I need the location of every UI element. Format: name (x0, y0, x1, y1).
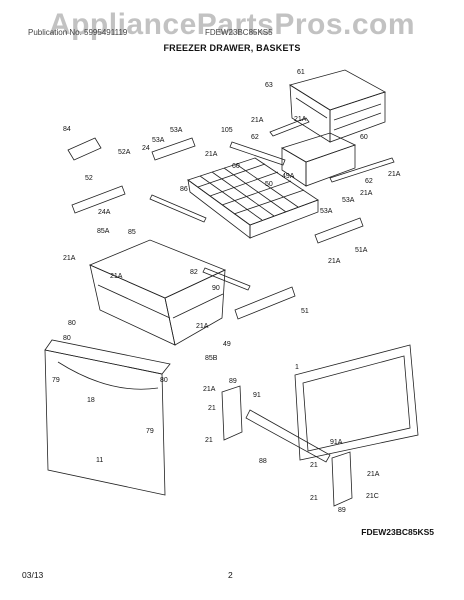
label-51: 51 (301, 308, 309, 315)
label-21a-6: 21A (63, 255, 76, 262)
label-85a: 85A (97, 228, 110, 235)
label-50: 50 (265, 181, 273, 188)
label-21-2: 21 (205, 437, 213, 444)
label-21-4: 21 (310, 495, 318, 502)
label-21-3: 21 (310, 462, 318, 469)
label-85b: 85B (205, 355, 218, 362)
label-21a-3: 21A (205, 151, 218, 158)
tray-60 (281, 132, 357, 187)
label-60: 60 (360, 134, 368, 141)
label-89-2: 89 (338, 507, 346, 514)
label-49a: 49A (282, 173, 295, 180)
rail-51 (234, 286, 296, 320)
label-88: 88 (259, 458, 267, 465)
bar-90 (202, 267, 251, 291)
page-title: FREEZER DRAWER, BASKETS (163, 43, 301, 53)
door-gasket-1 (294, 344, 419, 461)
label-60b: 60 (232, 163, 240, 170)
label-89-1: 89 (229, 378, 237, 385)
label-21a-10: 21A (203, 386, 216, 393)
bracket-53a (151, 137, 196, 161)
label-21a-2: 21A (294, 116, 307, 123)
drawer-front-11 (44, 339, 171, 496)
part-84 (67, 137, 102, 161)
label-79-2: 79 (146, 428, 154, 435)
label-21a-9: 21A (196, 323, 209, 330)
label-21a-4: 21A (388, 171, 401, 178)
label-53a-3: 53A (342, 197, 355, 204)
label-21c: 21C (366, 493, 379, 500)
label-82: 82 (190, 269, 198, 276)
label-53a-1: 53A (170, 127, 183, 134)
label-49: 49 (223, 341, 231, 348)
label-105: 105 (221, 127, 233, 134)
bracket-105 (229, 141, 286, 166)
bracket-89 (221, 385, 243, 441)
gear-rack-88 (245, 409, 331, 463)
label-80-3: 80 (160, 377, 168, 384)
wire-basket-86 (187, 157, 319, 239)
model-number: FDEW23BC85KS5 (361, 527, 434, 537)
label-21a-5: 21A (360, 190, 373, 197)
lower-basket-49 (88, 239, 227, 346)
label-53a-2: 53A (152, 137, 165, 144)
label-52a: 52A (118, 149, 131, 156)
label-85: 85 (128, 229, 136, 236)
label-79-1: 79 (52, 377, 60, 384)
label-51a: 51A (355, 247, 368, 254)
label-53a-4: 53A (320, 208, 333, 215)
cross-bar-85 (149, 194, 207, 223)
slide-rail-62 (269, 117, 395, 183)
label-24: 24 (142, 145, 150, 152)
label-11: 11 (96, 457, 103, 464)
label-90: 90 (212, 285, 220, 292)
label-24a: 24A (98, 209, 111, 216)
label-80-1: 80 (68, 320, 76, 327)
label-61: 61 (297, 69, 305, 76)
label-21a-1: 21A (251, 117, 264, 124)
label-86: 86 (180, 186, 188, 193)
upper-basket-61 (289, 69, 387, 143)
part-labels: 63 61 84 105 53A 52A 24 53A 21A 21A 62 6… (52, 69, 401, 514)
label-80-2: 80 (63, 335, 71, 342)
bracket-53a-right (314, 217, 364, 244)
label-18: 18 (87, 397, 95, 404)
label-1: 1 (295, 364, 299, 371)
label-52: 52 (85, 175, 93, 182)
label-91: 91 (253, 392, 261, 399)
bracket-89-lower (331, 451, 353, 507)
revision-date: 03/13 (22, 570, 44, 580)
label-63: 63 (265, 82, 273, 89)
watermark: AppliancePartsPros.com (48, 8, 416, 41)
label-84: 84 (63, 126, 71, 133)
rail-52 (71, 185, 126, 214)
label-21-1: 21 (208, 405, 216, 412)
label-91a: 91A (330, 439, 343, 446)
page-number: 2 (228, 570, 233, 580)
header-model: FDEW23BC85KS5 (205, 28, 273, 37)
label-21a-7: 21A (110, 273, 123, 280)
label-21a-8: 21A (328, 258, 341, 265)
label-62-2: 62 (365, 178, 373, 185)
label-21a-11: 21A (367, 471, 380, 478)
label-62-1: 62 (251, 134, 259, 141)
publication-number: Publication No. 5995491119 (28, 28, 128, 37)
